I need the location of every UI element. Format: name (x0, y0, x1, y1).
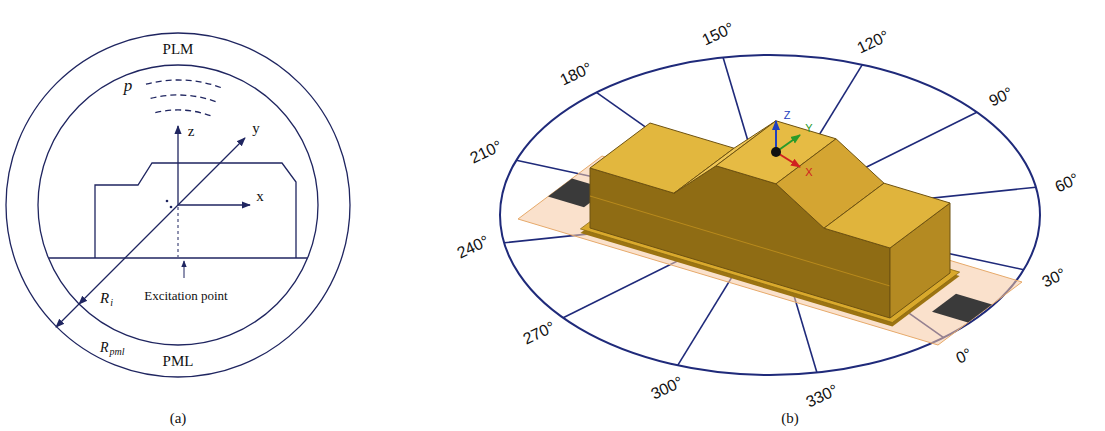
excitation-note: Excitation point (144, 289, 228, 303)
inner-circle (38, 65, 318, 345)
axis-label: X (805, 166, 812, 178)
radius-symbol: R (100, 340, 109, 355)
angle-label: 90° (986, 84, 1015, 110)
origin-sphere (771, 147, 781, 157)
vehicle-hood (824, 183, 950, 248)
wave-front (146, 80, 221, 88)
angle-label: 270° (520, 318, 557, 348)
end-strip (932, 294, 992, 323)
axis-label: Z (784, 109, 791, 121)
vehicle-top (590, 123, 734, 193)
angle-label: 300° (648, 373, 685, 403)
angle-label: 0° (953, 345, 974, 367)
axis-label: x (256, 188, 264, 205)
angle-label: 210° (467, 137, 504, 167)
radius-arrow (56, 304, 79, 327)
angle-label: 330° (803, 381, 840, 411)
region-label: PLM (163, 41, 194, 58)
dot (170, 206, 173, 209)
panel-a-drawing (6, 33, 350, 377)
angle-label: 120° (854, 27, 891, 57)
vehicle-body (590, 121, 950, 318)
angle-label: 60° (1052, 170, 1081, 196)
ground-line (49, 257, 307, 258)
radius-subscript: i (110, 297, 113, 308)
vehicle-outline (95, 163, 296, 258)
angle-label: 240° (454, 232, 491, 262)
direction-ellipse (500, 55, 1040, 375)
dot (166, 200, 169, 203)
angle-label: 180° (557, 59, 594, 89)
panel-label: (a) (170, 410, 187, 427)
panel-b-drawing (500, 55, 1040, 375)
z-axis (177, 126, 178, 205)
region-label: PML (163, 353, 194, 370)
wave-front (150, 95, 216, 102)
axis-label: Y (805, 122, 812, 134)
excitation-arrow (184, 261, 185, 278)
angle-label: 30° (1039, 265, 1068, 291)
y-axis (178, 138, 245, 205)
angle-label: 150° (699, 19, 736, 49)
axis-label: y (252, 120, 260, 137)
wave-front (153, 110, 210, 116)
axis-triad (771, 121, 800, 167)
pressure-symbol: p (124, 77, 133, 96)
axis-label: z (188, 123, 195, 140)
pml-outer-circle (6, 33, 350, 377)
dashed-drop-line (178, 207, 179, 257)
x-axis (178, 204, 250, 205)
direction-spokes (504, 57, 1036, 372)
panel-label: (b) (781, 410, 799, 427)
radius-subscript: pml (110, 346, 125, 357)
radius-symbol: R (100, 290, 109, 307)
ground-plane (518, 156, 1022, 345)
